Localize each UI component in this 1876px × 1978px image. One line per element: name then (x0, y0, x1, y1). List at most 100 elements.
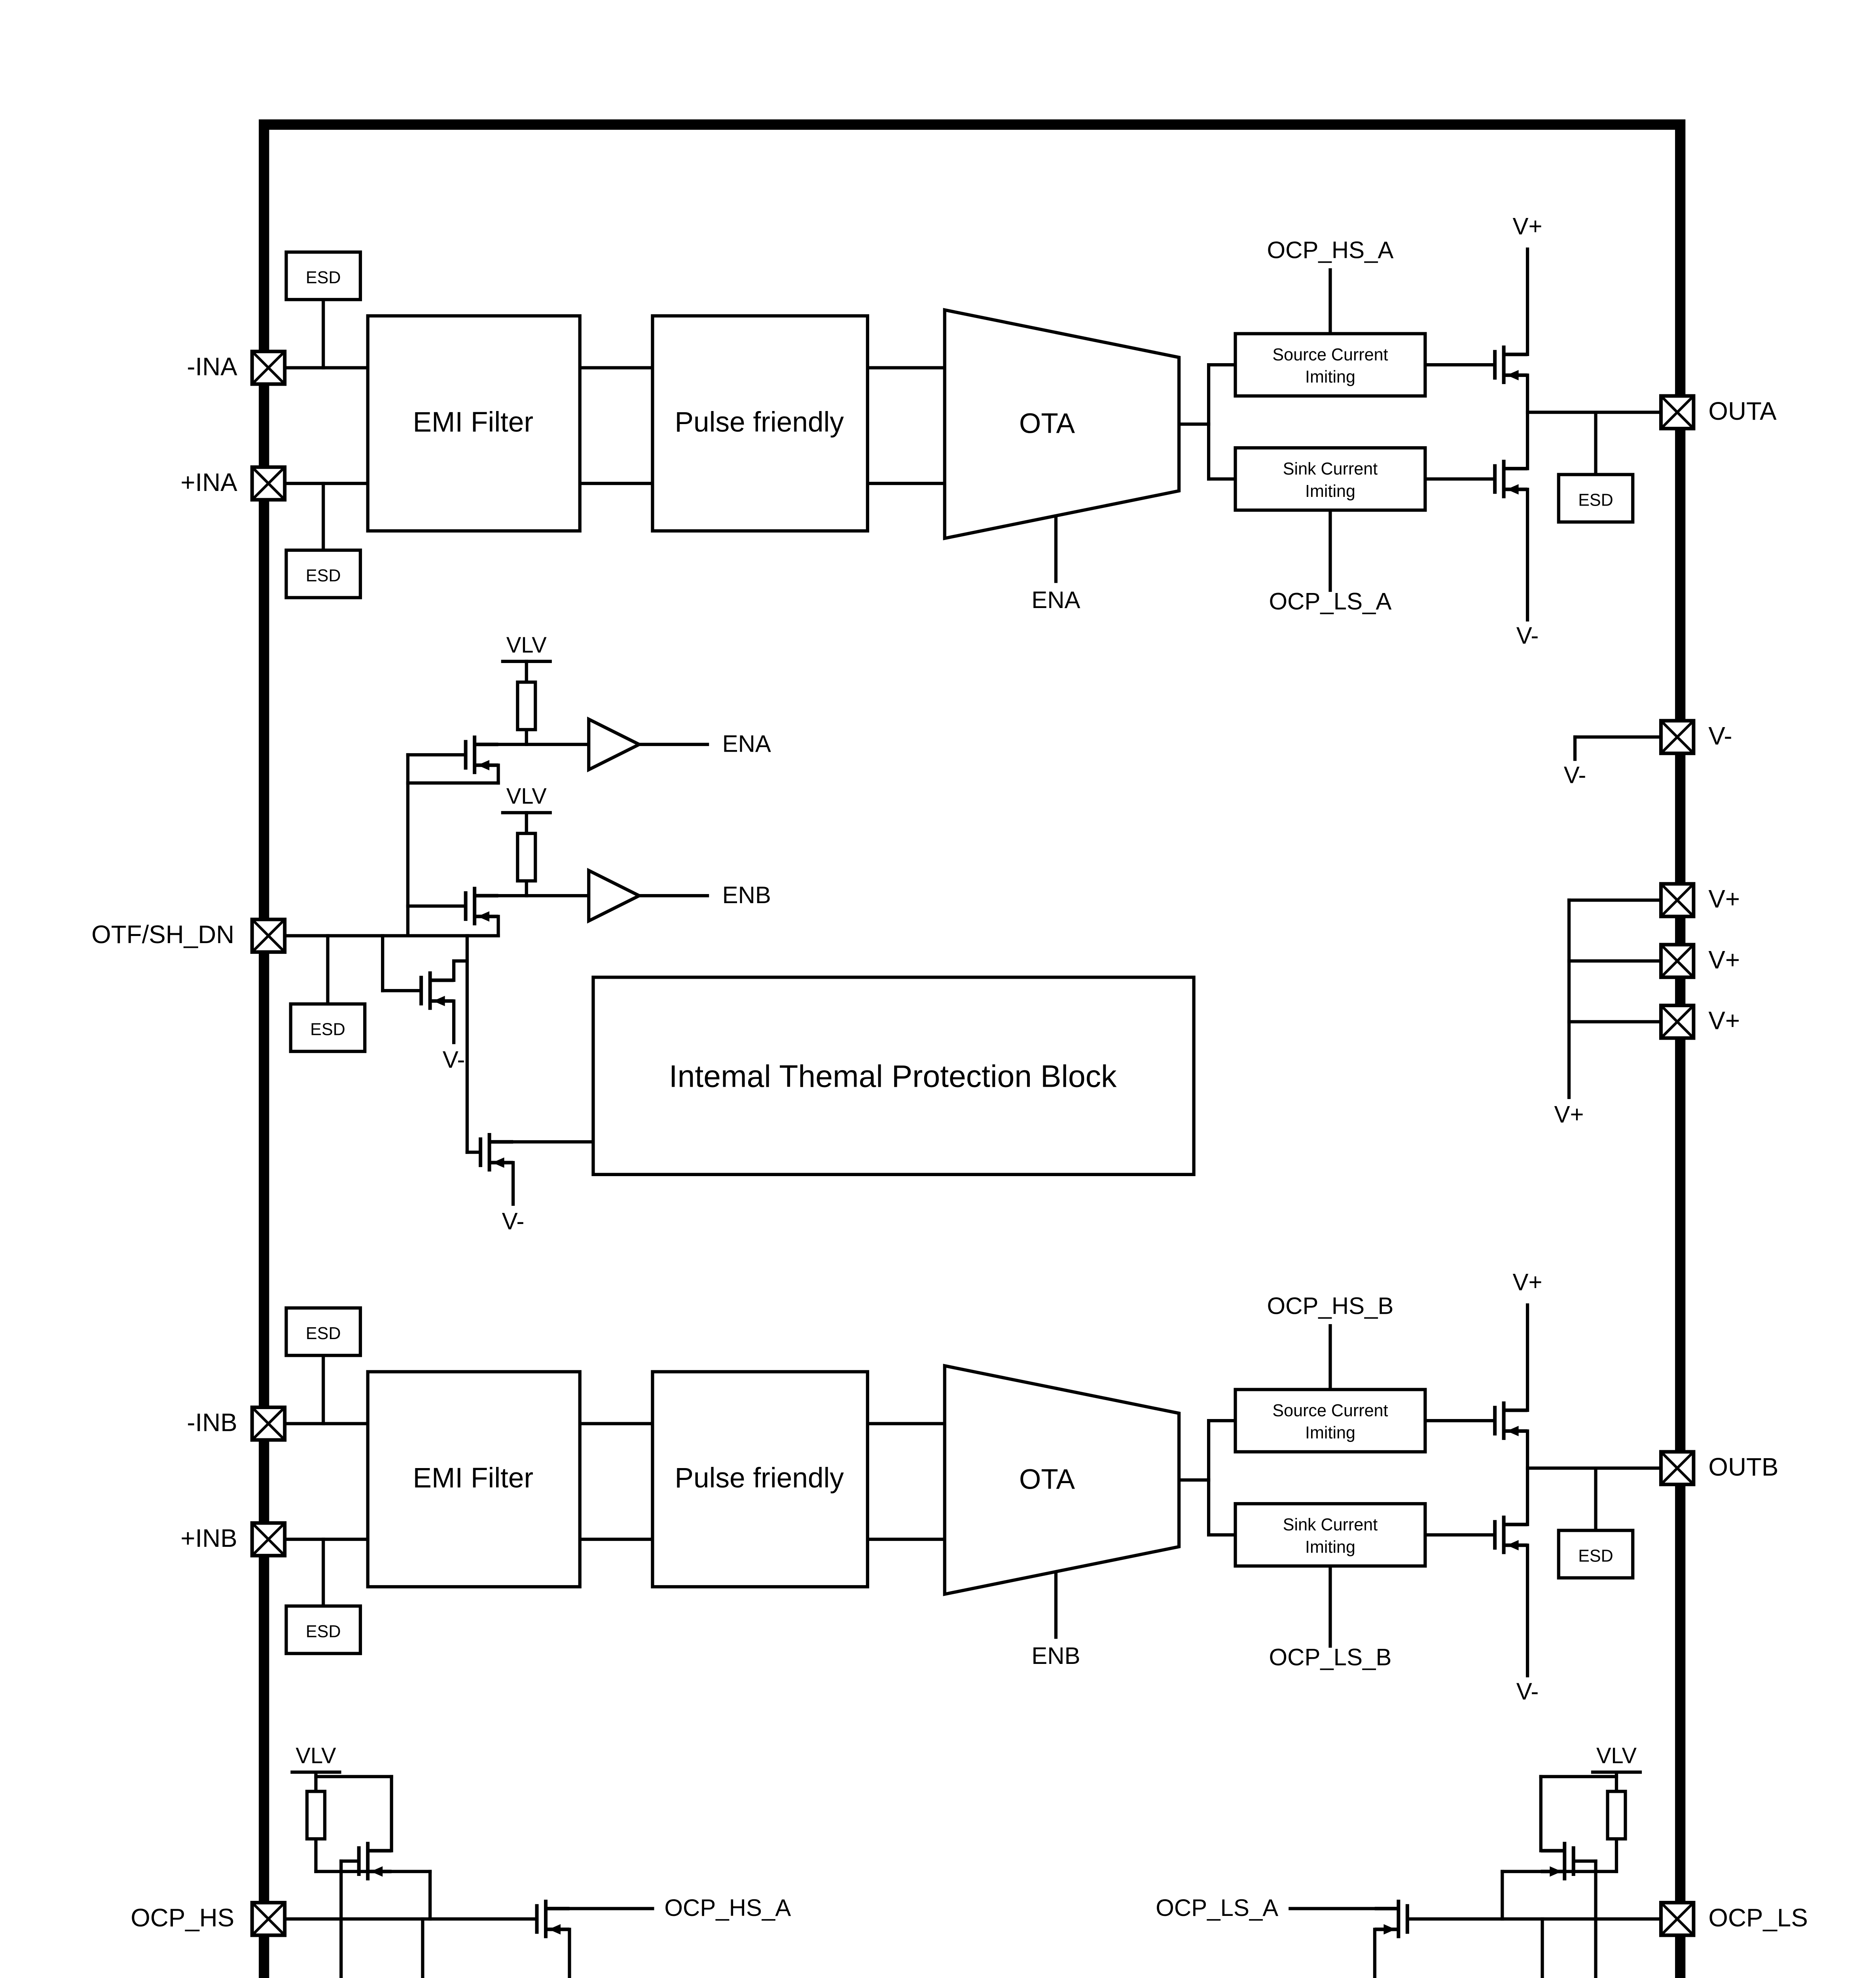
pin-label-ocp-hs: OCP_HS (131, 1903, 234, 1932)
wiring-mid-section (283, 659, 709, 1206)
sink-current-label-a2: Imiting (1305, 482, 1355, 501)
ena-label-a: ENA (1031, 587, 1080, 613)
vlv-label-enb: VLV (506, 784, 547, 809)
pin-label-otf-shdn: OTF/SH_DN (91, 920, 234, 949)
source-current-label-b2: Imiting (1305, 1423, 1355, 1442)
pin-label-vminus: V- (1708, 722, 1732, 750)
pin-label-outb: OUTB (1708, 1453, 1778, 1481)
source-current-label-b1: Source Current (1272, 1401, 1388, 1420)
wiring-ocp-ls (1289, 1770, 1663, 1978)
vplus-net-label: V+ (1554, 1101, 1584, 1128)
enb-mosfet (466, 887, 498, 925)
emi-filter-label-a: EMI Filter (413, 407, 533, 438)
ocp-hs-a-signal-label: OCP_HS_A (664, 1895, 791, 1921)
source-current-label-a2: Imiting (1305, 368, 1355, 387)
shutdown-mosfet-1 (421, 971, 454, 1010)
pin-vminus (1661, 721, 1693, 753)
pin-vplus-1 (1661, 884, 1693, 916)
ocp-hs-section: VLV OCP_HS ESD OCP_HS_A V- OCP_HS_B V- (131, 1743, 791, 1978)
wiring-channel-a (283, 247, 1663, 622)
pulse-friendly-block-a (651, 314, 870, 533)
pin-outb (1661, 1452, 1693, 1484)
pin-ina-neg (252, 351, 284, 384)
thermal-protection-block (591, 976, 1196, 1177)
ota-label-b: OTA (1019, 1464, 1075, 1495)
pin-label-inb-neg: -INB (187, 1408, 237, 1436)
chip-boundary (259, 119, 1686, 1978)
pin-label-ina-neg: -INA (187, 352, 237, 381)
esd-block-a-inpos (284, 548, 362, 599)
output-hs-mosfet-a (1495, 345, 1527, 384)
enb-signal-label: ENB (722, 882, 771, 908)
vlv-label-ocp-ls: VLV (1596, 1743, 1637, 1768)
resistor-enb (516, 832, 537, 883)
ena-buffer (587, 716, 643, 773)
sink-current-limiting-block-b (1234, 1502, 1427, 1568)
vminus-rail-label-b: V- (1516, 1678, 1539, 1705)
resistor-ena (516, 680, 537, 731)
resistor-ocp-hs (305, 1790, 327, 1841)
pulse-friendly-block-b (651, 1370, 870, 1589)
emi-filter-block-b (366, 1370, 582, 1589)
esd-label: ESD (306, 566, 341, 585)
wiring-ocp-hs (283, 1770, 654, 1978)
supply-pins-section: V- V- V+ V+ V+ V+ (1554, 721, 1740, 1128)
ocp-ls-a-mosfet (1375, 1900, 1407, 1938)
pin-label-ocp-ls: OCP_LS (1708, 1903, 1808, 1932)
output-ls-mosfet-a (1495, 460, 1527, 498)
vplus-rail-label-a: V+ (1513, 213, 1542, 239)
vminus-net-label: V- (1564, 762, 1586, 788)
source-current-label-a1: Source Current (1272, 345, 1388, 364)
pulse-friendly-label-b: Pulse friendly (675, 1463, 844, 1494)
ota-amplifier-b (943, 1364, 1181, 1596)
ocp-hs-a-mosfet (537, 1900, 569, 1938)
pin-vplus-3 (1661, 1006, 1693, 1038)
sink-current-label-a1: Sink Current (1283, 460, 1378, 479)
thermal-protection-label: Intemal Themal Protection Block (669, 1059, 1117, 1094)
pin-vplus-2 (1661, 945, 1693, 977)
pin-otf-shdn (252, 919, 284, 952)
sink-current-limiting-block-a (1234, 446, 1427, 512)
ota-label-a: OTA (1019, 408, 1075, 440)
pin-outa (1661, 396, 1693, 428)
pin-label-outa: OUTA (1708, 397, 1777, 425)
emi-filter-block-a (366, 314, 582, 533)
channel-b: ESD ESD -INB +INB EMI Filter Pulse frien… (180, 1269, 1778, 1705)
enb-buffer (587, 868, 643, 924)
output-hs-mosfet-b (1495, 1401, 1527, 1440)
shutdown-mosfet-2 (481, 1133, 513, 1171)
pin-inb-neg (252, 1407, 284, 1440)
wiring-supply-pins (1567, 735, 1663, 1099)
pin-label-vplus-3: V+ (1708, 1006, 1740, 1035)
ocp-ls-pullup-mosfet (1541, 1842, 1573, 1880)
pin-label-vplus-2: V+ (1708, 945, 1740, 974)
pin-label-inb-pos: +INB (180, 1524, 237, 1552)
source-current-limiting-block-b (1234, 1388, 1427, 1454)
wiring-channel-b (283, 1303, 1663, 1678)
esd-block-b-inneg (284, 1306, 362, 1357)
pin-ocp-ls (1661, 1902, 1693, 1935)
pulse-friendly-label-a: Pulse friendly (675, 407, 844, 438)
ota-amplifier-a (943, 308, 1181, 540)
ocp-ls-a-label-bottom: OCP_LS_A (1269, 588, 1392, 615)
vplus-rail-label-b: V+ (1513, 1269, 1542, 1295)
esd-block-a-inneg (284, 250, 362, 301)
sink-current-label-b2: Imiting (1305, 1538, 1355, 1557)
ocp-ls-a-signal-label: OCP_LS_A (1156, 1895, 1278, 1921)
pin-ina-pos (252, 467, 284, 500)
ocp-hs-b-label-top: OCP_HS_B (1267, 1292, 1394, 1319)
vlv-label-ocp-hs: VLV (296, 1743, 336, 1768)
emi-filter-label-b: EMI Filter (413, 1463, 533, 1494)
esd-label: ESD (1578, 491, 1613, 510)
vminus-rail-label-a: V- (1516, 622, 1539, 649)
pin-ocp-hs (252, 1902, 284, 1935)
ocp-ls-section: VLV OCP_LS ESD OCP_LS_A V- OCP_LS_B V- (1156, 1743, 1808, 1978)
ocp-hs-a-label-top: OCP_HS_A (1267, 237, 1394, 263)
vminus-label-shdn2: V- (502, 1208, 525, 1235)
source-current-limiting-block-a (1234, 332, 1427, 398)
vlv-label-ena: VLV (506, 632, 547, 657)
esd-block-outb (1557, 1529, 1635, 1580)
esd-label: ESD (306, 1622, 341, 1641)
